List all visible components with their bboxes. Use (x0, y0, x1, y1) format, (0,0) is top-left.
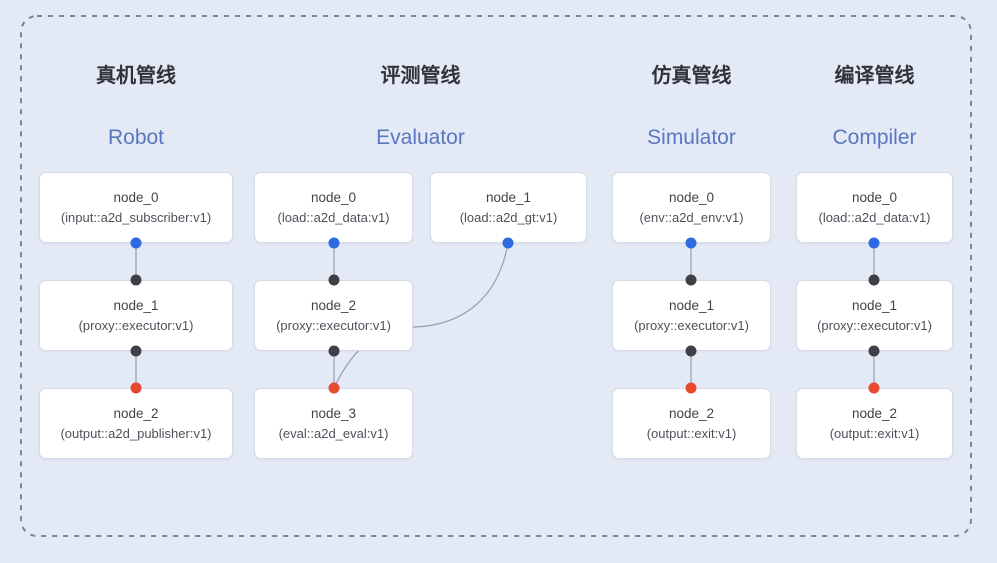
node-type: (proxy::executor:v1) (817, 317, 932, 333)
node-compiler-2: node_2 (output::exit:v1) (796, 388, 953, 459)
node-name: node_1 (851, 297, 898, 313)
node-type: (eval::a2d_eval:v1) (278, 425, 389, 441)
pipeline-title-zh-robot: 真机管线 (96, 65, 176, 87)
pipeline-title-en-evaluator: Evaluator (376, 126, 465, 149)
pipeline-title-zh-evaluator: 评测管线 (380, 65, 461, 87)
node-type: (env::a2d_env:v1) (639, 209, 744, 225)
node-name: node_0 (113, 189, 159, 205)
node-name: node_0 (310, 189, 357, 205)
node-robot-1: node_1 (proxy::executor:v1) (39, 280, 233, 351)
node-type: (output::exit:v1) (829, 425, 920, 441)
node-type: (output::a2d_publisher:v1) (60, 425, 212, 441)
node-name: node_1 (668, 297, 715, 313)
node-name: node_0 (668, 189, 715, 205)
node-type: (load::a2d_data:v1) (818, 209, 931, 225)
node-name: node_1 (113, 297, 159, 313)
node-simulator-0: node_0 (env::a2d_env:v1) (612, 172, 771, 243)
node-name: node_3 (310, 405, 357, 421)
pipeline-title-zh-simulator: 仿真管线 (651, 65, 732, 87)
node-name: node_2 (851, 405, 898, 421)
node-name: node_2 (113, 405, 159, 421)
node-compiler-1: node_1 (proxy::executor:v1) (796, 280, 953, 351)
node-type: (proxy::executor:v1) (634, 317, 749, 333)
node-name: node_2 (668, 405, 715, 421)
node-simulator-2: node_2 (output::exit:v1) (612, 388, 771, 459)
node-type: (proxy::executor:v1) (78, 317, 194, 333)
node-name: node_1 (485, 189, 532, 205)
pipeline-title-en-compiler: Compiler (832, 126, 917, 149)
node-type: (output::exit:v1) (646, 425, 737, 441)
pipeline-title-zh-compiler: 编译管线 (834, 65, 915, 87)
node-evaluator-1: node_1 (load::a2d_gt:v1) (430, 172, 587, 243)
node-type: (proxy::executor:v1) (276, 317, 391, 333)
node-evaluator-3: node_3 (eval::a2d_eval:v1) (254, 388, 413, 459)
node-name: node_2 (310, 297, 357, 313)
pipeline-title-en-robot: Robot (107, 126, 165, 149)
node-robot-2: node_2 (output::a2d_publisher:v1) (39, 388, 233, 459)
node-robot-0: node_0 (input::a2d_subscriber:v1) (39, 172, 233, 243)
node-name: node_0 (851, 189, 898, 205)
node-simulator-1: node_1 (proxy::executor:v1) (612, 280, 771, 351)
node-type: (load::a2d_data:v1) (277, 209, 390, 225)
node-type: (input::a2d_subscriber:v1) (60, 209, 212, 225)
pipeline-title-en-simulator: Simulator (647, 126, 736, 149)
node-compiler-0: node_0 (load::a2d_data:v1) (796, 172, 953, 243)
node-type: (load::a2d_gt:v1) (459, 209, 558, 225)
node-evaluator-0: node_0 (load::a2d_data:v1) (254, 172, 413, 243)
node-evaluator-2: node_2 (proxy::executor:v1) (254, 280, 413, 351)
